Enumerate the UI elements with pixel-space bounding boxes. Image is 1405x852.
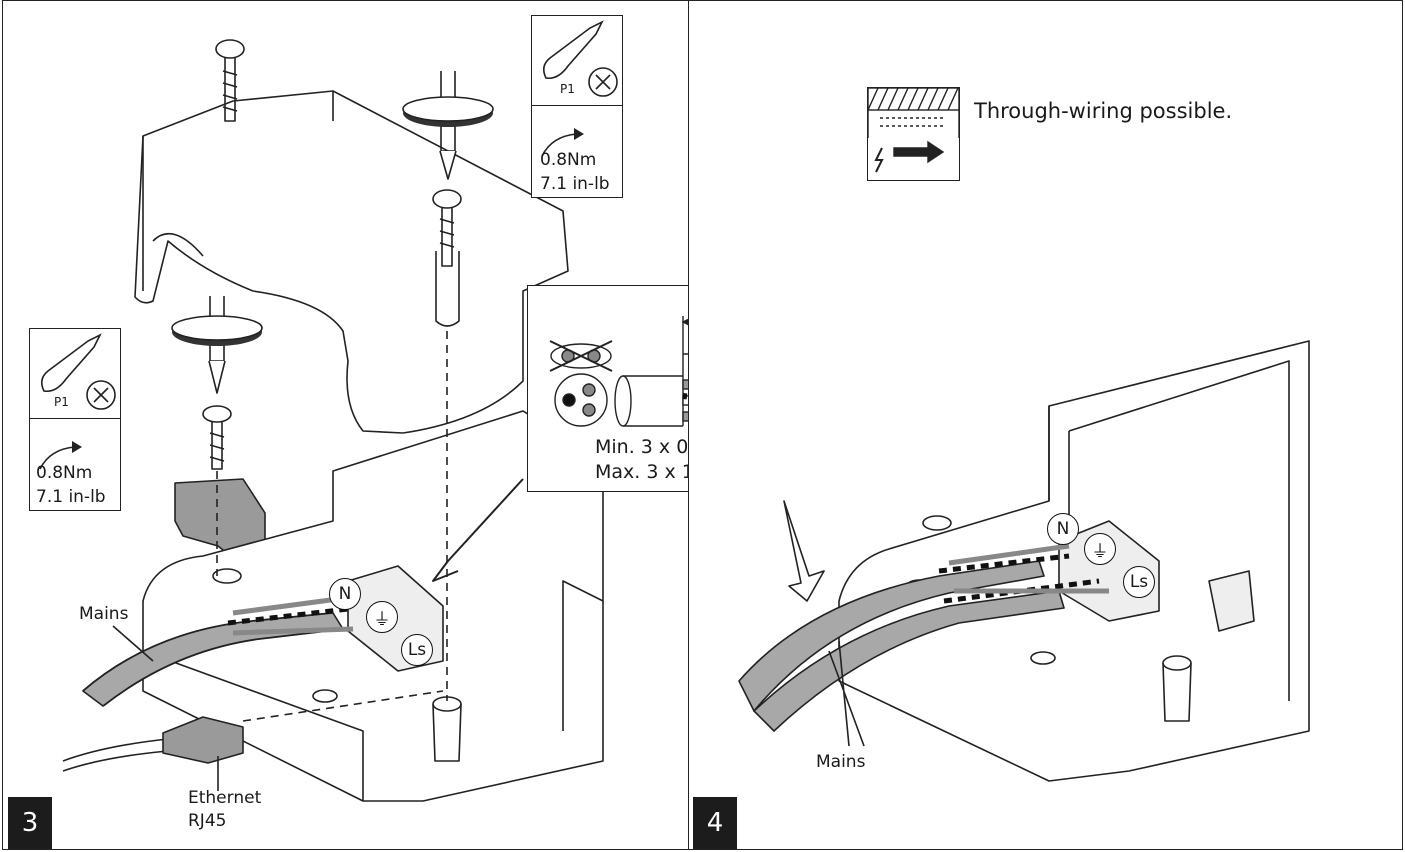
terminal-ls-label: Ls [1123, 566, 1155, 598]
cover-screw-right [432, 189, 462, 327]
step-3-panel: Mains Ethernet RJ45 N ⏚ Ls P1 0.8Nm 7.1 … [2, 0, 690, 850]
step-number-4: 4 [693, 797, 737, 849]
step-4-illustration [738, 340, 1310, 782]
cover-screw-left [215, 39, 245, 122]
bit-size-label: P1 [54, 395, 69, 409]
screwdriver-left [171, 296, 263, 470]
screwdriver-icon [40, 333, 116, 410]
rj45-label: RJ45 [188, 811, 227, 831]
ethernet-cable [62, 738, 169, 772]
cable-strip-diagram [549, 316, 690, 427]
torque-inlb: 7.1 in-lb [540, 174, 610, 194]
torque-nm: 0.8Nm [540, 150, 597, 170]
torque-icon [541, 128, 584, 157]
through-wiring-text: Through-wiring possible. [974, 99, 1233, 123]
bit-size-label: P1 [560, 82, 575, 96]
tool-spec-top: P1 0.8Nm 7.1 in-lb [531, 15, 623, 198]
rj45-connector [162, 716, 244, 764]
terminal-ls-label: Ls [401, 634, 433, 666]
cross-section-max: Max. 3 x 1,50 mm² [595, 461, 690, 483]
mains-cable-in [738, 560, 1045, 712]
mains-cable-out [753, 590, 1065, 732]
terminal-n-label: N [329, 578, 361, 610]
screwdriver-top [402, 71, 494, 180]
step-4-panel: Through-wiring possible. N ⏚ Ls Mains 4 [688, 0, 1403, 850]
screwdriver-icon [542, 20, 618, 97]
terminal-earth-label: ⏚ [1084, 533, 1116, 565]
cross-section-min: Min. 3 x 0,50 mm² [595, 436, 690, 458]
tool-spec-left: P1 0.8Nm 7.1 in-lb [29, 328, 121, 511]
through-wiring-symbol [867, 87, 960, 173]
ethernet-label: Ethernet [188, 788, 262, 808]
torque-inlb: 7.1 in-lb [36, 487, 106, 507]
step-number-3: 3 [8, 797, 52, 849]
cable-spec-box: 50 30 11 N ⏚ Ls Min. 3 x 0,50 mm² Max. 3… [527, 285, 690, 492]
torque-icon [39, 441, 82, 470]
cover-outline [134, 90, 569, 434]
terminal-earth-label: ⏚ [366, 601, 398, 633]
mains-label: Mains [79, 604, 129, 624]
torque-nm: 0.8Nm [36, 463, 93, 483]
through-wiring-icon [867, 87, 960, 181]
mains-label: Mains [816, 752, 866, 772]
terminal-n-label: N [1047, 513, 1079, 545]
